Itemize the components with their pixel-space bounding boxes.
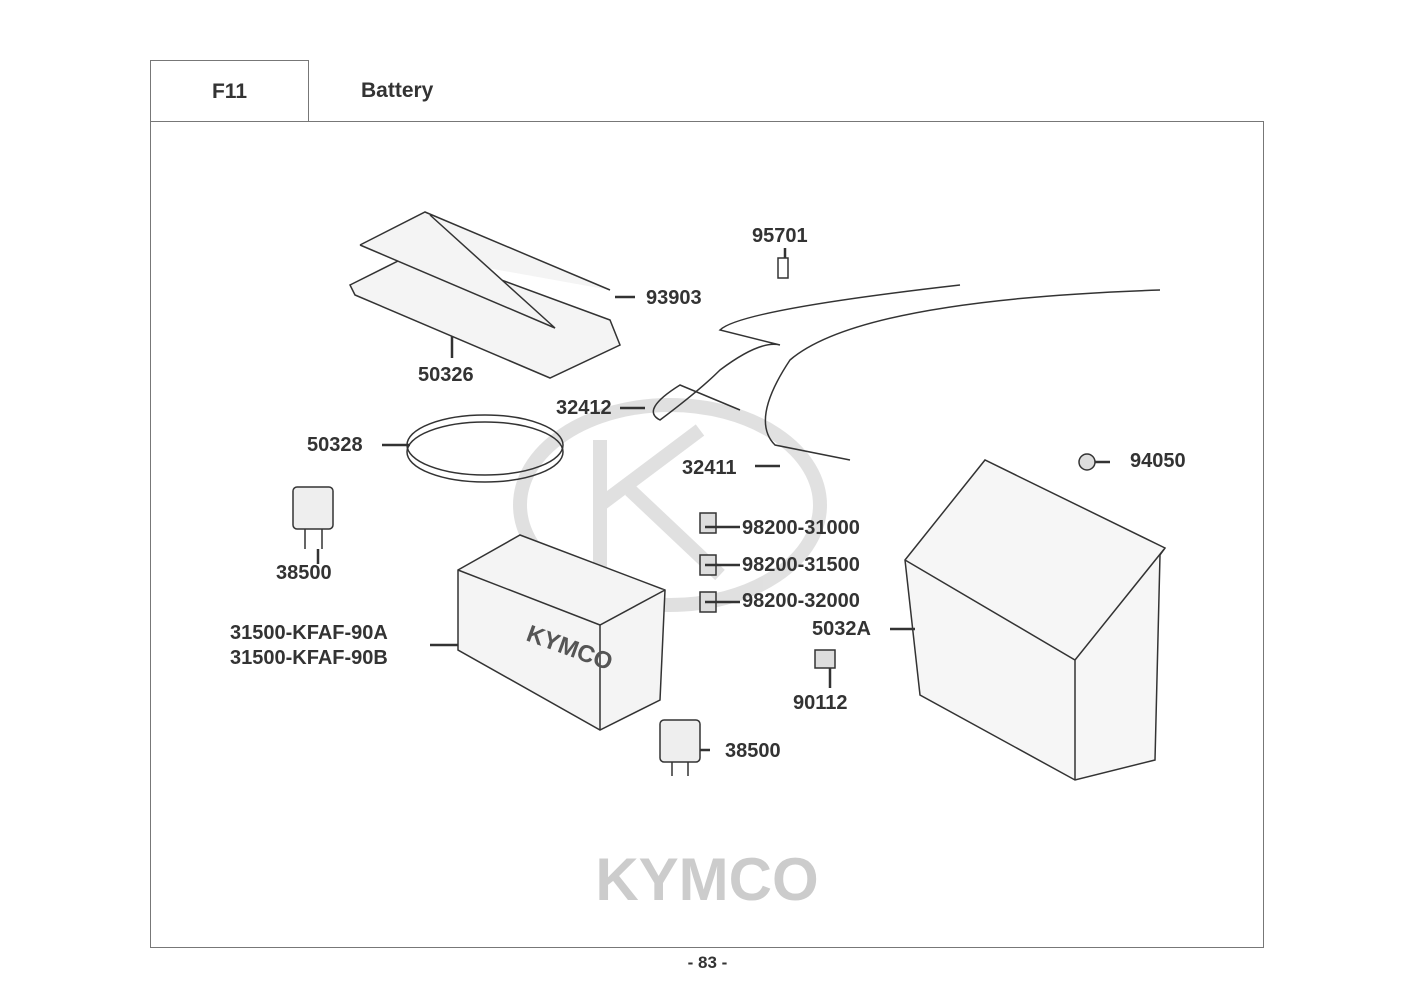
part-label-98200-31000: 98200-31000 xyxy=(742,517,860,539)
part-label-5032A: 5032A xyxy=(812,618,871,640)
part-label-95701: 95701 xyxy=(752,225,808,247)
part-label-98200-32000: 98200-32000 xyxy=(742,590,860,612)
battery-icon xyxy=(457,534,666,731)
part-label-32411: 32411 xyxy=(682,457,737,479)
watermark-text: KYMCO xyxy=(595,846,818,913)
part-label-38500: 38500 xyxy=(276,562,332,584)
part-label-94050: 94050 xyxy=(1130,450,1186,472)
diagram-frame xyxy=(150,121,1264,948)
part-label-93903: 93903 xyxy=(646,287,702,309)
part-label-50326: 50326 xyxy=(418,364,474,386)
battery-cover-icon xyxy=(348,211,621,379)
nut-94050-icon xyxy=(1078,453,1096,471)
battery-box-icon xyxy=(904,459,1167,781)
part-label-98200-31500: 98200-31500 xyxy=(742,554,860,576)
relay-icon-2 xyxy=(659,719,701,776)
part-label-38500-2: 38500 xyxy=(725,740,781,762)
part-label-50328: 50328 xyxy=(307,434,363,456)
section-title: Battery xyxy=(361,79,434,102)
relay-icon-1 xyxy=(292,486,334,549)
part-label-90112: 90112 xyxy=(793,692,848,714)
part-label-31500-KFAF-90B: 31500-KFAF-90B xyxy=(230,647,388,669)
bolt-95701-icon xyxy=(777,257,789,279)
bolt-90112-icon xyxy=(814,649,836,669)
part-label-32412: 32412 xyxy=(556,397,612,419)
cable-32411-icon xyxy=(764,289,1161,461)
cable-32412-icon xyxy=(652,284,961,421)
section-code: F11 xyxy=(150,60,309,122)
leader-lines xyxy=(316,248,1110,752)
page-number: - 83 - xyxy=(687,953,728,972)
part-label-31500-KFAF-90A: 31500-KFAF-90A xyxy=(230,622,388,644)
